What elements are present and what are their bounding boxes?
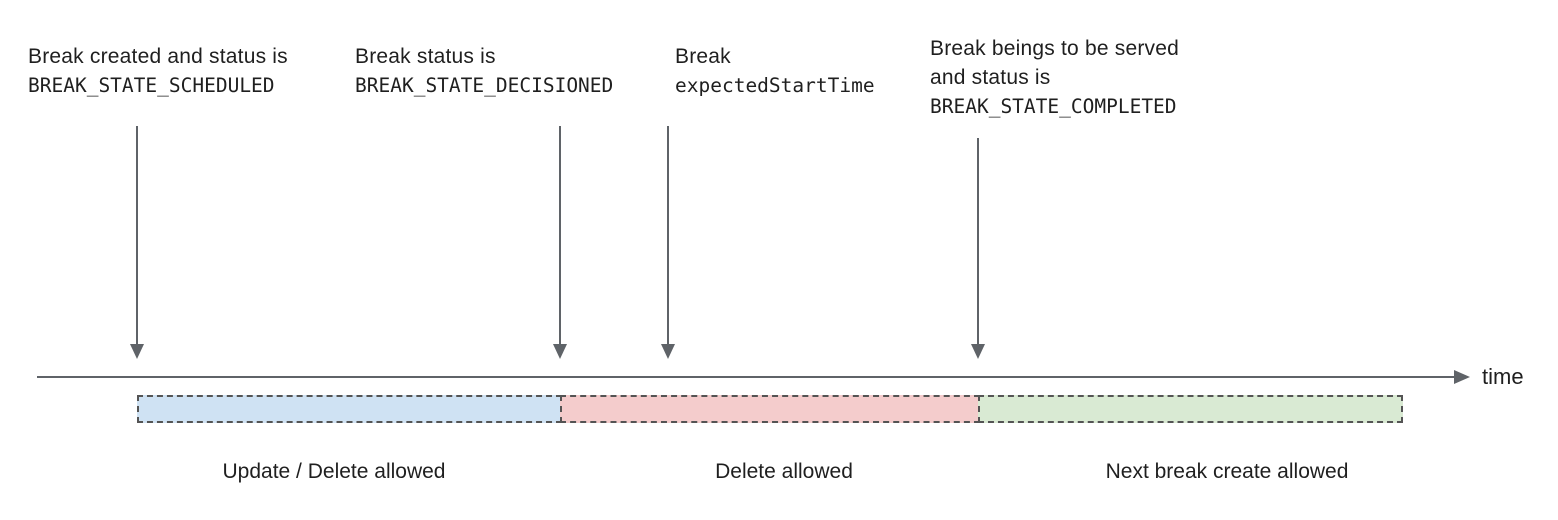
annotation-text-line: Break beings to be served	[930, 37, 1179, 60]
segment-update-delete-allowed	[137, 395, 562, 423]
annotation-text-line: and status is	[930, 66, 1051, 89]
arrow-shaft	[559, 126, 561, 345]
down-arrow-icon	[129, 126, 145, 359]
time-axis-arrow-icon	[1454, 370, 1470, 384]
down-arrow-icon	[660, 126, 676, 359]
arrow-shaft	[667, 126, 669, 345]
segment-label: Next break create allowed	[1105, 460, 1349, 483]
down-arrow-icon	[552, 126, 568, 359]
annotation-code-line: BREAK_STATE_SCHEDULED	[28, 74, 275, 97]
segment-label: Update / Delete allowed	[222, 460, 446, 483]
segment-label: Delete allowed	[715, 460, 853, 483]
annotation-break-decisioned: Break status is BREAK_STATE_DECISIONED	[355, 42, 613, 100]
arrow-head	[130, 344, 144, 359]
annotation-code-line: BREAK_STATE_DECISIONED	[355, 74, 614, 97]
arrow-head	[661, 344, 675, 359]
annotation-text-line: Break	[675, 45, 731, 68]
arrow-head	[971, 344, 985, 359]
time-axis-label: time	[1482, 364, 1524, 389]
annotation-expected-start-time: Break expectedStartTime	[675, 42, 875, 100]
arrow-shaft	[136, 126, 138, 345]
annotation-text-line: Break status is	[355, 45, 496, 68]
down-arrow-icon	[970, 138, 986, 359]
time-axis-line	[37, 376, 1454, 378]
annotation-code-line: expectedStartTime	[675, 74, 875, 97]
arrow-head	[553, 344, 567, 359]
arrow-shaft	[977, 138, 979, 345]
annotation-break-completed: Break beings to be served and status is …	[930, 34, 1179, 121]
annotation-text-line: Break created and status is	[28, 45, 288, 68]
segment-next-break-create-allowed	[978, 395, 1403, 423]
annotation-code-line: BREAK_STATE_COMPLETED	[930, 95, 1177, 118]
annotation-break-scheduled: Break created and status is BREAK_STATE_…	[28, 42, 288, 100]
segment-delete-allowed	[560, 395, 980, 423]
